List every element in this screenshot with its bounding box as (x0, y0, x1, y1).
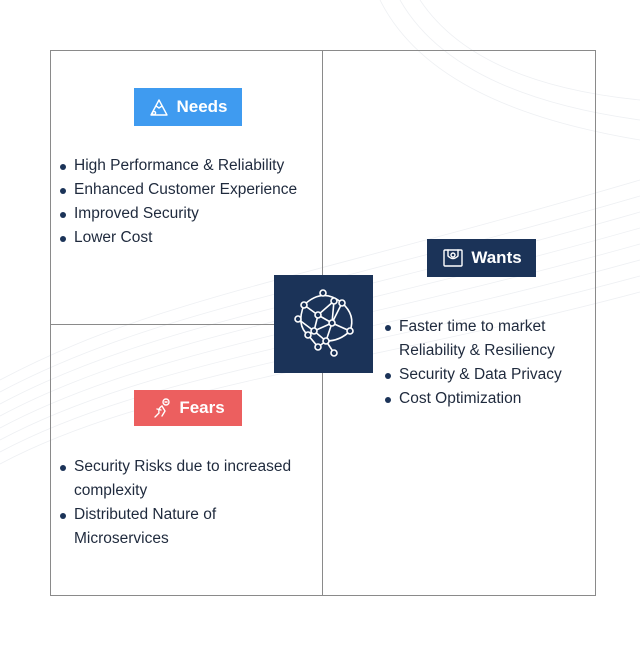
wants-item: Cost Optimization (385, 387, 595, 411)
wants-item: Faster time to market (385, 315, 595, 339)
needs-label: Needs (176, 97, 228, 116)
bullet-icon (60, 164, 66, 170)
wants-badge: Wants (427, 239, 536, 277)
worried-person-icon (154, 398, 171, 418)
wants-item: Security & Data Privacy (385, 363, 595, 387)
bullet-icon (385, 397, 391, 403)
bullet-icon (60, 465, 66, 471)
fears-label: Fears (179, 398, 225, 417)
bullet-icon (60, 188, 66, 194)
needs-item: High Performance & Reliability (60, 154, 310, 178)
wants-label: Wants (471, 248, 522, 267)
fears-item: Distributed Nature of Microservices (60, 503, 310, 551)
needs-list: High Performance & Reliability Enhanced … (60, 154, 310, 250)
quadrant-frame (50, 50, 596, 596)
center-box (274, 275, 373, 373)
climb-peak-icon (150, 99, 169, 116)
horizontal-divider (50, 324, 323, 325)
fears-list: Security Risks due to increased complexi… (60, 455, 310, 551)
bullet-icon (60, 513, 66, 519)
bullet-icon (385, 325, 391, 331)
needs-item: Improved Security (60, 202, 310, 226)
fears-badge: Fears (134, 390, 242, 426)
bullet-icon (60, 236, 66, 242)
needs-item: Lower Cost (60, 226, 310, 250)
bullet-icon (385, 373, 391, 379)
fears-item: Security Risks due to increased complexi… (60, 455, 310, 503)
needs-item: Enhanced Customer Experience (60, 178, 310, 202)
neural-brain-icon (294, 289, 354, 357)
wants-item: Reliability & Resiliency (399, 342, 555, 359)
wants-list: Faster time to market Reliability & Resi… (385, 315, 595, 411)
needs-badge: Needs (134, 88, 242, 126)
bullet-icon (60, 212, 66, 218)
raised-hands-icon (443, 249, 464, 267)
